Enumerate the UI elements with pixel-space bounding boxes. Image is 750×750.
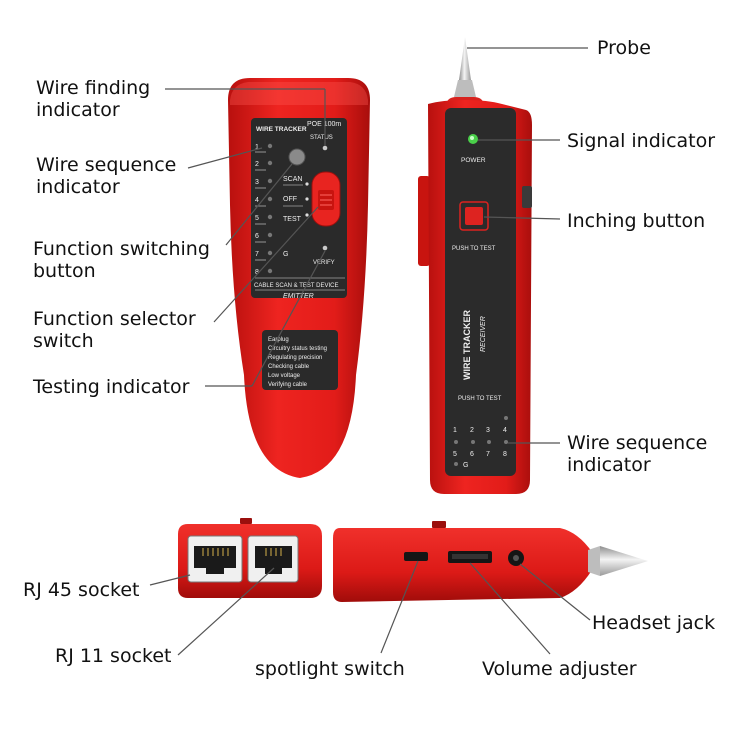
receiver-channel-label: 4 [503,427,507,434]
receiver-push-to-test-top: PUSH TO TEST [452,246,496,252]
receiver-power-label: POWER [461,157,486,164]
receiver-channel-label: 6 [470,451,474,458]
leader-lines [149,47,591,656]
emitter-verify-label: VERIFY [313,260,335,266]
emitter-channel-label: 1 [255,144,259,151]
leader-function-selector [213,206,319,323]
probe-tip [459,37,471,80]
emitter-channel-label: 2 [255,161,259,168]
emitter-channel-label: 5 [255,215,259,222]
callout-volume-adjuster: Volume adjuster [482,658,637,680]
receiver-model: RECEIVER [480,316,487,352]
testing-indicator-led [322,245,328,251]
emitter-side-view [178,518,322,598]
callout-headset-jack: Headset jack [592,612,716,634]
callout-inching-button: Inching button [567,210,706,232]
receiver-push-to-test-bottom: PUSH TO TEST [458,396,502,402]
receiver-panel [445,108,516,476]
receiver-side-grip [418,176,430,266]
emitter-control-panel [251,118,347,298]
emitter-function-panel [262,330,338,390]
emitter-function-item: Checking cable [268,364,310,370]
switch-label-scan: SCAN [283,176,302,183]
receiver-channel-label: 8 [503,451,507,458]
callout-rj11-socket: RJ 11 socket [55,645,172,667]
leader-function-switching [225,163,293,246]
emitter-channel-label: 3 [255,179,259,186]
leader-rj45 [149,574,191,586]
receiver-channel-label: 3 [486,427,490,434]
leader-volume [469,562,551,655]
emitter-function-item: Regulating precision [268,355,322,361]
leader-testing-diagonal [251,250,326,387]
receiver-channel-label: 5 [453,451,457,458]
emitter-function-item: Earplug [268,337,289,343]
emitter-poe-label: POE 100m [307,121,341,128]
emitter-channel-leds: 1 2 3 4 5 6 7 8 G [255,143,288,276]
callout-rj45-socket: RJ 45 socket [23,579,140,601]
callout-probe: Probe [597,37,651,59]
receiver-channel-leds: 1 2 3 4 5 6 7 8 G [453,416,508,469]
emitter-channel-label: 6 [255,233,259,240]
emitter-ground-label: G [283,251,288,258]
receiver-channel-label: 7 [486,451,490,458]
emitter-channel-label: 7 [255,251,259,258]
emitter-brand: WIRE TRACKER [256,126,307,133]
receiver-channel-label: 1 [453,427,457,434]
emitter-channel-label: 8 [255,269,259,276]
callout-signal-indicator: Signal indicator [567,130,716,152]
emitter-status-label: STATUS [310,135,333,141]
wire-finding-led [322,145,328,151]
switch-label-off: OFF [283,196,297,203]
receiver-ground-label: G [463,462,468,469]
receiver-side-probe [600,546,648,576]
rj11-socket[interactable] [255,546,292,574]
inching-button[interactable] [465,207,483,225]
emitter-device: WIRE TRACKER POE 100m STATUS 1 2 3 4 5 6… [228,78,370,478]
callout-wire-sequence-indicator-left: Wire sequence indicator [36,154,177,198]
receiver-channel-label: 2 [470,427,474,434]
emitter-model-line: CABLE SCAN & TEST DEVICE [254,283,338,289]
emitter-model-name: EMITTER [283,293,314,300]
callout-spotlight-switch: spotlight switch [255,658,405,680]
callout-wire-sequence-indicator-right: Wire sequence indicator [567,432,708,476]
emitter-function-item: Low voltage [268,373,301,379]
function-switching-button[interactable] [288,148,306,166]
receiver-brand: WIRE TRACKER [462,310,472,380]
callout-wire-finding-indicator: Wire finding indicator [36,77,151,121]
receiver-side-view [333,521,648,602]
leader-spotlight [380,560,419,654]
switch-label-test: TEST [283,216,302,223]
emitter-function-item: Verifying cable [268,382,308,388]
spotlight-switch[interactable] [404,552,428,561]
callout-function-switching-button: Function switching button [33,238,210,282]
callout-function-selector-switch: Function selector switch [33,308,196,352]
receiver-device: POWER PUSH TO TEST WIRE TRACKER RECEIVER… [418,37,532,494]
leader-inching [483,216,561,220]
leader-wire-sequence-left [187,147,263,169]
emitter-function-item: Circuitry status testing [268,346,327,352]
callout-testing-indicator: Testing indicator [33,376,190,398]
leader-rj11 [177,567,275,656]
rj45-socket[interactable] [194,546,236,574]
leader-headset [519,563,591,621]
emitter-channel-label: 4 [255,197,259,204]
